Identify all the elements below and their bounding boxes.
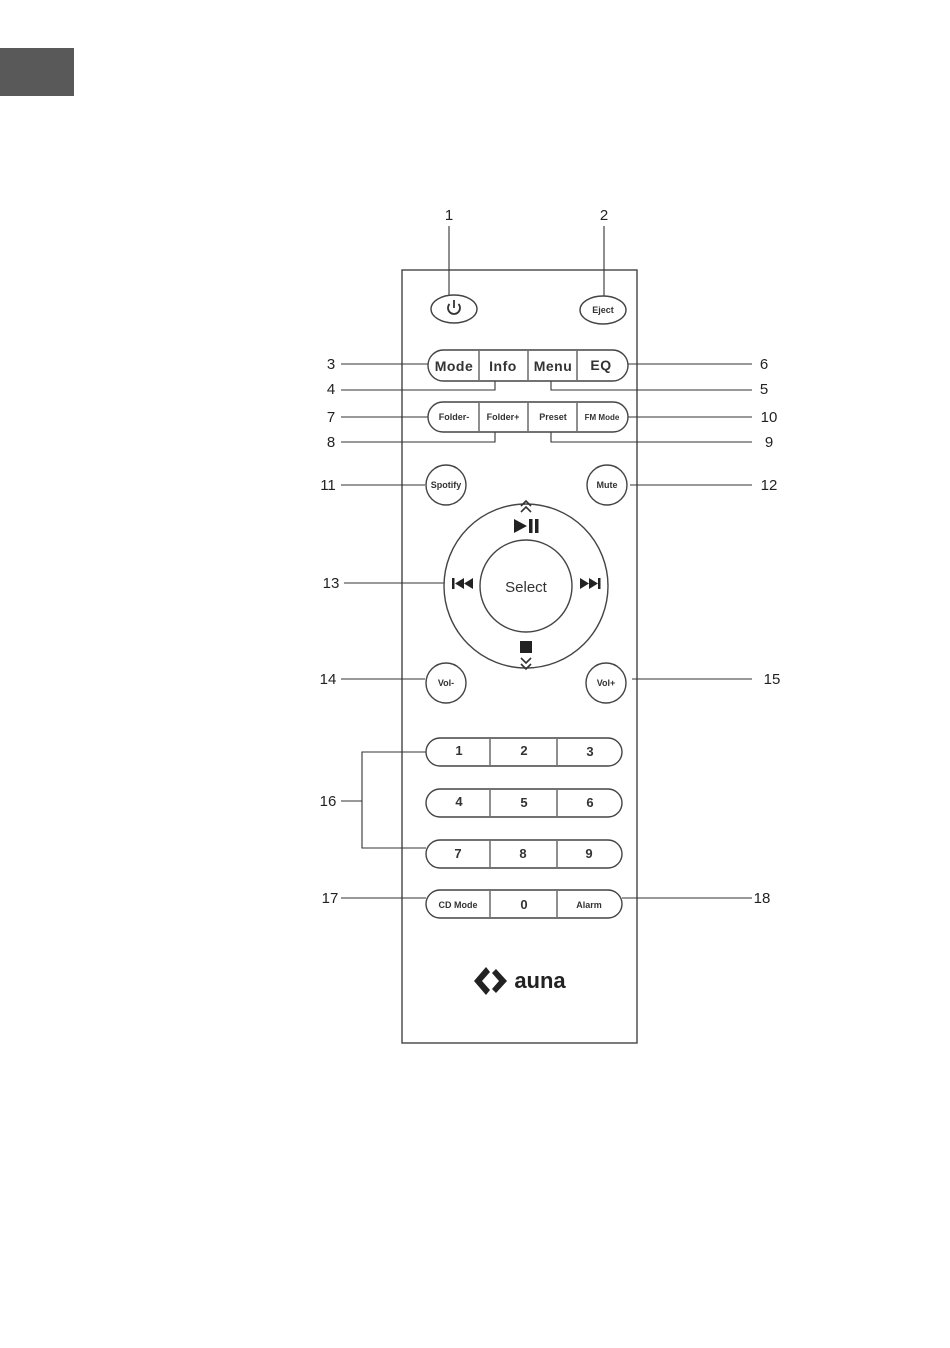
power-button[interactable] xyxy=(431,295,477,323)
volume-down-button[interactable]: Vol- xyxy=(426,663,466,703)
callout-17: 17 xyxy=(322,890,339,907)
volume-up-button[interactable]: Vol+ xyxy=(586,663,626,703)
volume-down-label: Vol- xyxy=(438,678,454,688)
key-9[interactable]: 9 xyxy=(585,846,592,861)
mute-label: Mute xyxy=(597,480,618,490)
key-3[interactable]: 3 xyxy=(586,744,593,759)
mute-button[interactable]: Mute xyxy=(587,465,627,505)
callout-9: 9 xyxy=(765,434,773,451)
callout-4: 4 xyxy=(327,381,335,398)
menu-button[interactable]: Menu xyxy=(534,358,573,374)
info-button[interactable]: Info xyxy=(489,358,517,374)
key-2[interactable]: 2 xyxy=(520,743,527,758)
callout-2: 2 xyxy=(600,207,608,224)
callout-6: 6 xyxy=(760,356,768,373)
spotify-label: Spotify xyxy=(431,480,462,490)
key-6[interactable]: 6 xyxy=(586,795,593,810)
key-0[interactable]: 0 xyxy=(520,897,527,912)
callout-7: 7 xyxy=(327,409,335,426)
callout-14: 14 xyxy=(320,671,337,688)
callout-11: 11 xyxy=(320,477,336,494)
callout-18: 18 xyxy=(754,890,771,907)
callout-13: 13 xyxy=(323,575,340,592)
callout-12: 12 xyxy=(761,477,778,494)
key-4[interactable]: 4 xyxy=(455,794,463,809)
folder-minus-button[interactable]: Folder- xyxy=(439,412,470,422)
brand-name: auna xyxy=(514,968,566,993)
callout-8: 8 xyxy=(327,434,335,451)
fm-mode-button[interactable]: FM Mode xyxy=(585,413,620,422)
eject-button[interactable]: Eject xyxy=(580,296,626,324)
select-label: Select xyxy=(505,579,548,596)
volume-up-label: Vol+ xyxy=(597,678,616,688)
key-8[interactable]: 8 xyxy=(519,846,526,861)
callout-10: 10 xyxy=(761,409,778,426)
callout-15: 15 xyxy=(764,671,781,688)
preset-button[interactable]: Preset xyxy=(539,412,567,422)
mode-button[interactable]: Mode xyxy=(435,358,474,374)
alarm-button[interactable]: Alarm xyxy=(576,900,602,910)
key-5[interactable]: 5 xyxy=(520,795,527,810)
eq-button[interactable]: EQ xyxy=(590,357,611,373)
key-7[interactable]: 7 xyxy=(454,846,461,861)
callout-5: 5 xyxy=(760,381,768,398)
callout-1: 1 xyxy=(445,207,453,224)
key-1[interactable]: 1 xyxy=(455,743,462,758)
eject-label: Eject xyxy=(592,305,614,315)
callout-3: 3 xyxy=(327,356,335,373)
cd-mode-button[interactable]: CD Mode xyxy=(439,900,478,910)
select-button[interactable]: Select xyxy=(480,540,572,632)
folder-plus-button[interactable]: Folder+ xyxy=(487,412,520,422)
callout-16: 16 xyxy=(320,793,337,810)
spotify-button[interactable]: Spotify xyxy=(426,465,466,505)
stop-icon xyxy=(520,641,532,653)
